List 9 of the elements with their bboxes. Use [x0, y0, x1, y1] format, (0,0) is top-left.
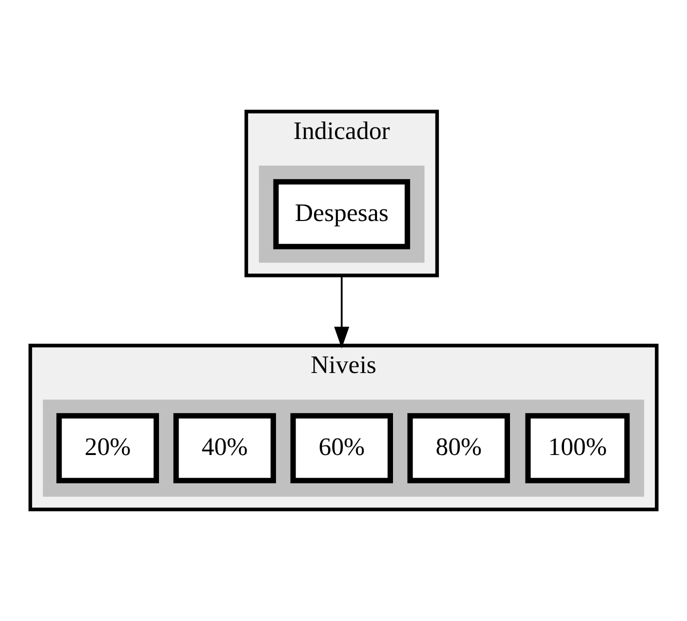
- cluster: [258, 166, 424, 263]
- node-box: 100%: [525, 413, 630, 484]
- node-box: 40%: [173, 413, 276, 484]
- node-box: 20%: [56, 413, 159, 484]
- node-box: Despesas: [273, 179, 410, 250]
- node-box: 60%: [290, 413, 393, 484]
- node-box: 80%: [407, 413, 510, 484]
- cluster: [42, 400, 644, 497]
- arrow: [334, 275, 350, 348]
